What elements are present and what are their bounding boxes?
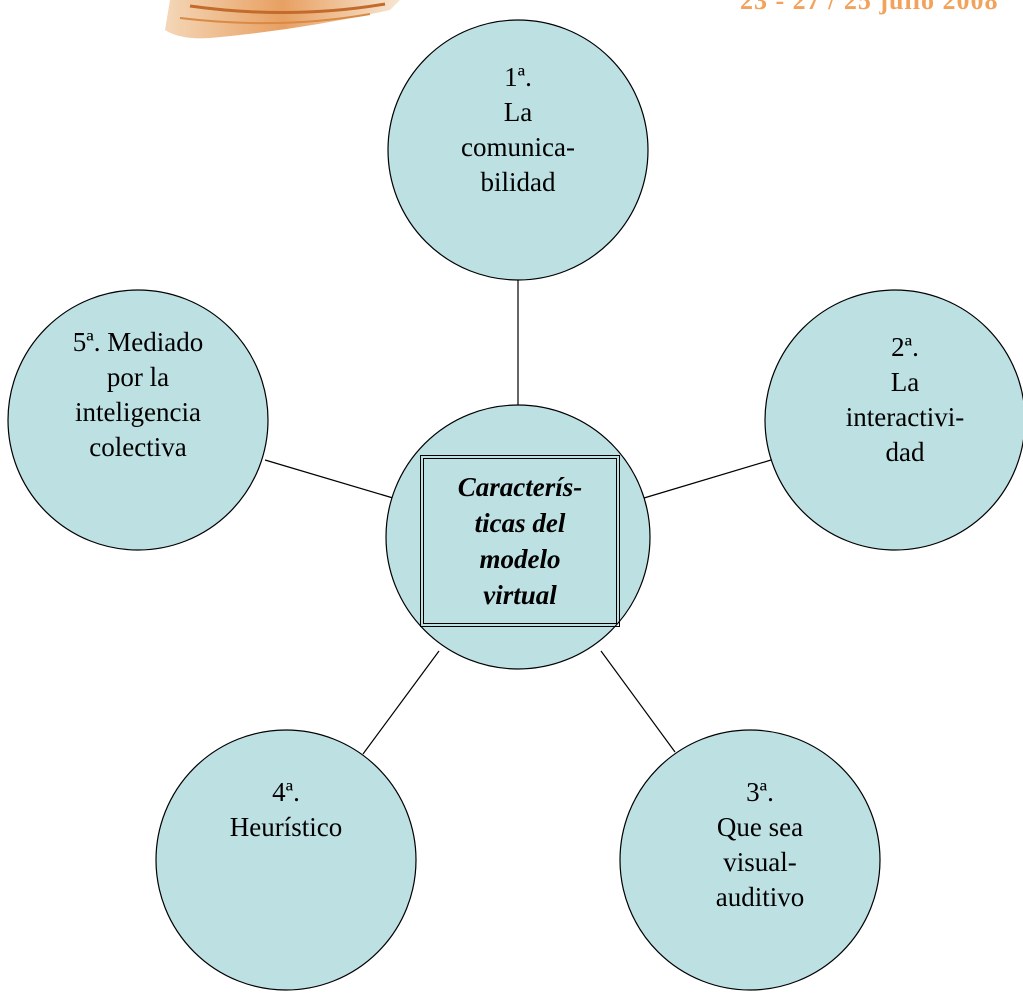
header-banner-text: 23 - 27 / 25 julio 2008 (740, 0, 999, 15)
node-5-line-3: inteligencia (75, 397, 201, 427)
node-1-circle (387, 19, 649, 281)
center-title: Caracterís- ticas del modelo virtual (458, 469, 583, 613)
center-title-box: Caracterís- ticas del modelo virtual (420, 455, 620, 627)
connector-center-node-5 (264, 459, 394, 499)
node-3-line-4: auditivo (715, 882, 805, 912)
node-1-label: 1ª. La comunica- bilidad (418, 60, 618, 200)
center-title-line-2: ticas del (474, 508, 566, 538)
node-2-circle (764, 289, 1023, 551)
node-5-line-1: 5ª. Mediado (72, 327, 204, 357)
node-5-line-2: por la (106, 362, 170, 392)
node-2-line-3: interactivi- (845, 402, 965, 432)
node-1-line-3: comunica- (461, 132, 575, 162)
node-2-label: 2ª. La interactivi- dad (805, 330, 1005, 470)
connector-center-node-3 (600, 650, 676, 753)
node-3-label: 3ª. Que sea visual- auditivo (660, 775, 860, 915)
center-title-line-3: modelo (479, 544, 561, 574)
center-title-line-1: Caracterís- (457, 472, 583, 502)
node-5-line-4: colectiva (89, 432, 187, 462)
node-4-circle (155, 729, 417, 991)
node-5-label: 5ª. Mediado por la inteligencia colectiv… (38, 325, 238, 465)
node-3-line-3: visual- (723, 847, 797, 877)
center-title-line-4: virtual (483, 580, 557, 610)
node-4-line-1: 4ª. (272, 777, 300, 807)
connector-center-node-2 (643, 459, 772, 499)
node-5-circle (7, 289, 269, 551)
node-1-line-2: La (503, 97, 533, 127)
center-circle (385, 404, 651, 670)
node-1-line-4: bilidad (480, 167, 556, 197)
node-1-line-1: 1ª. (504, 62, 532, 92)
node-4-line-2: Heurístico (229, 812, 343, 842)
node-3-line-1: 3ª. (746, 777, 774, 807)
node-3-line-2: Que sea (716, 812, 804, 842)
node-2-line-1: 2ª. (891, 332, 919, 362)
node-3-circle (619, 729, 881, 991)
node-4-label: 4ª. Heurístico (186, 775, 386, 845)
header-logo-graphic (165, 0, 400, 39)
connector-center-node-4 (362, 650, 440, 755)
node-2-line-2: La (890, 367, 920, 397)
node-2-line-4: dad (885, 437, 925, 467)
